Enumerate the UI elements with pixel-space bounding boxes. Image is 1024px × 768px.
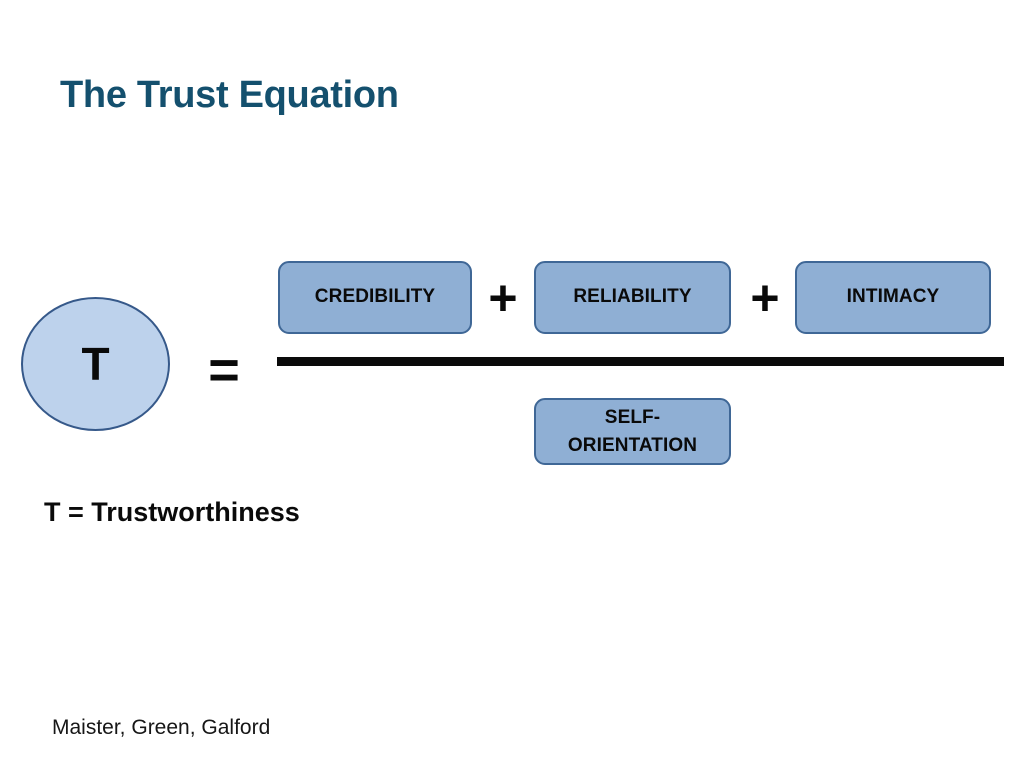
plus-icon-2: + [750, 270, 780, 326]
trust-definition-label: T = Trustworthiness [44, 497, 300, 527]
page-title: The Trust Equation [60, 74, 399, 116]
credibility-box: CREDIBILITY [278, 261, 472, 334]
plus-icon-1: + [488, 270, 518, 326]
trust-result-circle: T [21, 297, 170, 431]
credibility-label: CREDIBILITY [314, 286, 436, 308]
intimacy-box: INTIMACY [795, 261, 991, 334]
reliability-box: RELIABILITY [534, 261, 731, 334]
attribution-label: Maister, Green, Galford [52, 716, 271, 739]
intimacy-label: INTIMACY [846, 286, 940, 308]
equals-sign: = [208, 340, 240, 400]
fraction-bar [277, 357, 1004, 366]
self-orientation-label: SELF- ORIENTATION [567, 406, 698, 456]
trust-symbol-label: T [81, 338, 110, 390]
self-orientation-box: SELF- ORIENTATION [534, 398, 731, 465]
reliability-label: RELIABILITY [573, 286, 692, 308]
